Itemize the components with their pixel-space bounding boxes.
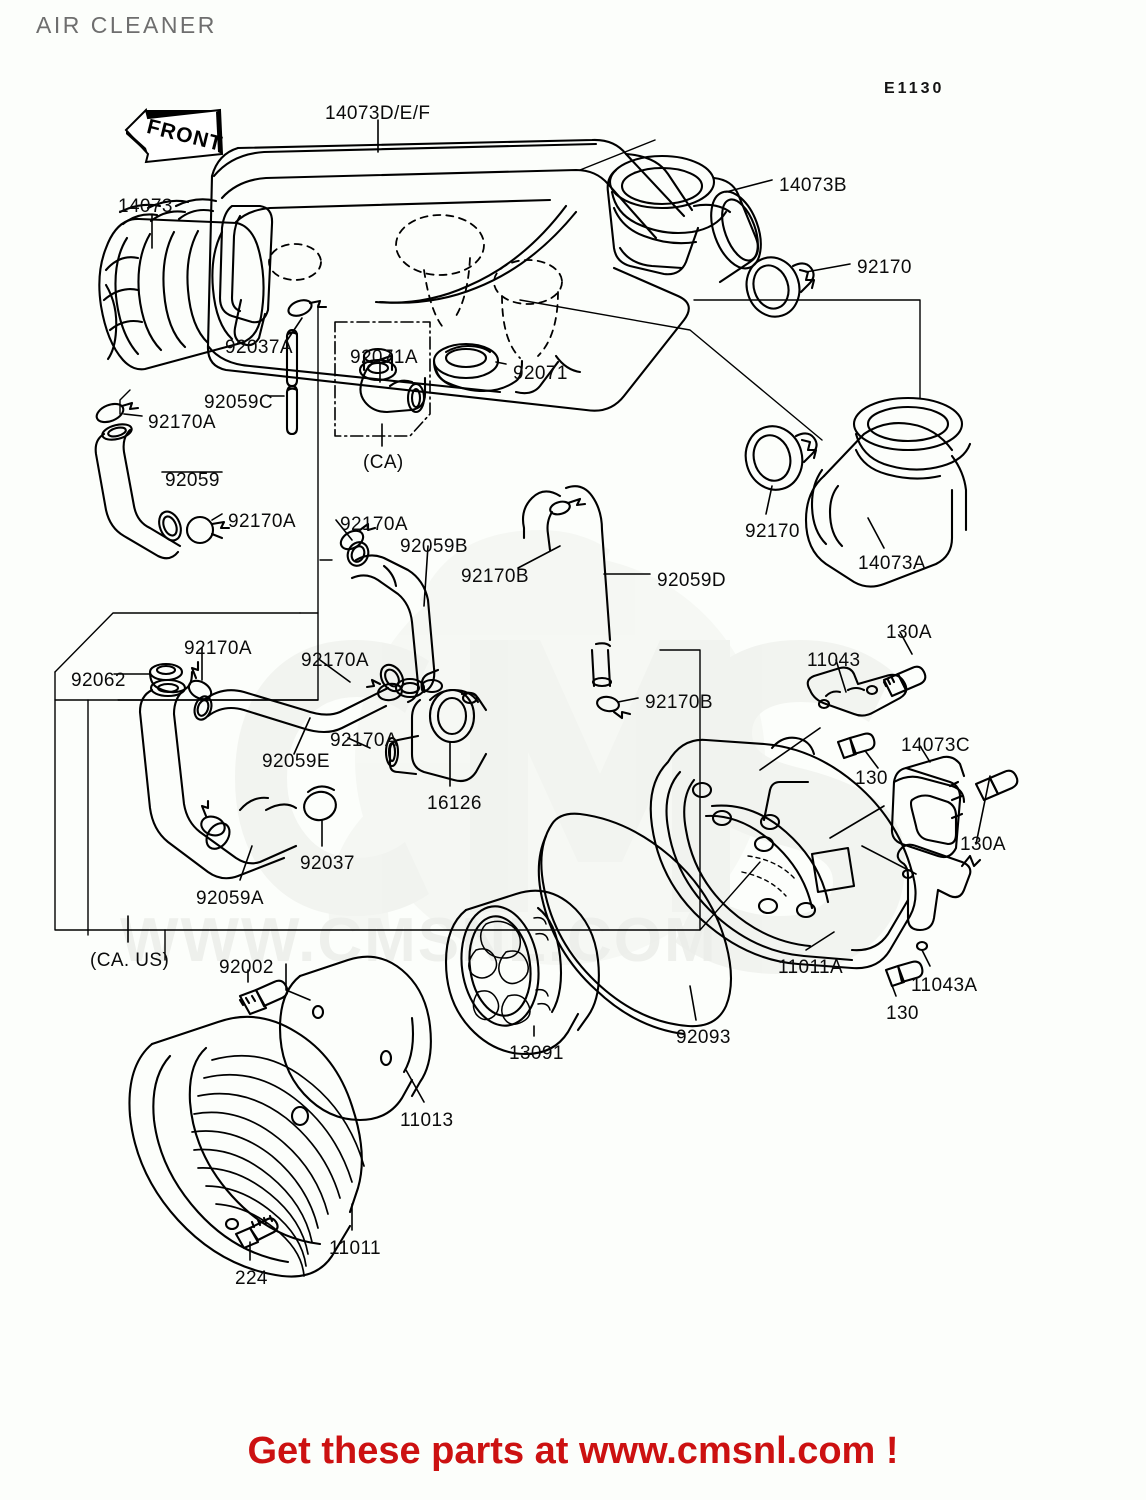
- part-callout-16126[interactable]: 16126: [427, 793, 482, 814]
- part-callout-92170[interactable]: 92170: [745, 521, 800, 542]
- part-callout-92062[interactable]: 92062: [71, 670, 126, 691]
- part-callout-92170a[interactable]: 92170A: [228, 511, 296, 532]
- part-callout-130[interactable]: 130: [886, 1003, 919, 1024]
- part-callout-92170b[interactable]: 92170B: [461, 566, 529, 587]
- part-callout-92093[interactable]: 92093: [676, 1027, 731, 1048]
- diagram-code: E1130: [884, 80, 945, 97]
- part-callout-11043a[interactable]: 11043A: [911, 975, 978, 996]
- part-callout-130a[interactable]: 130A: [886, 622, 932, 643]
- watermark-url: WWW.CMSNL.COM: [120, 906, 718, 975]
- part-callout-92170a[interactable]: 92170A: [184, 638, 252, 659]
- part-callout-130a[interactable]: 130A: [960, 834, 1006, 855]
- part-callout-92059[interactable]: 92059: [165, 470, 220, 491]
- part-callout-11011a[interactable]: 11011A: [778, 957, 844, 978]
- footer-cta[interactable]: Get these parts at www.cmsnl.com !: [247, 1430, 899, 1472]
- front-direction-arrow: [124, 108, 224, 164]
- part-callout-92037[interactable]: 92037: [300, 853, 355, 874]
- part-callout-11013[interactable]: 11013: [400, 1110, 454, 1131]
- part-callout-ca[interactable]: (CA): [363, 452, 404, 473]
- part-callout-92170b[interactable]: 92170B: [645, 692, 713, 713]
- part-callout-11011[interactable]: 11011: [329, 1238, 382, 1259]
- part-callout-92059b[interactable]: 92059B: [400, 536, 468, 557]
- part-callout-92170a[interactable]: 92170A: [330, 730, 398, 751]
- part-callout-92170a[interactable]: 92170A: [340, 514, 408, 535]
- part-callout-14073c[interactable]: 14073C: [901, 735, 970, 756]
- part-callout-92037a[interactable]: 92037A: [225, 337, 293, 358]
- part-callout-13091[interactable]: 13091: [509, 1043, 564, 1064]
- part-callout-224[interactable]: 224: [235, 1268, 268, 1289]
- part-callout-92170[interactable]: 92170: [857, 257, 912, 278]
- part-callout-14073[interactable]: 14073: [118, 196, 173, 217]
- part-callout-92059c[interactable]: 92059C: [204, 392, 273, 413]
- part-callout-14073a[interactable]: 14073A: [858, 553, 926, 574]
- part-callout-92170a[interactable]: 92170A: [148, 412, 216, 433]
- part-callout-92059d[interactable]: 92059D: [657, 570, 726, 591]
- page-title: AIR CLEANER: [36, 12, 217, 38]
- part-callout-11043[interactable]: 11043: [807, 650, 861, 671]
- part-callout-14073def[interactable]: 14073D/E/F: [325, 103, 431, 124]
- part-callout-14073b[interactable]: 14073B: [779, 175, 847, 196]
- part-callout-92002[interactable]: 92002: [219, 957, 274, 978]
- part-callout-92170a[interactable]: 92170A: [301, 650, 369, 671]
- part-callout-caus[interactable]: (CA. US): [90, 950, 170, 971]
- part-callout-130[interactable]: 130: [855, 768, 888, 789]
- part-callout-92059e[interactable]: 92059E: [262, 751, 330, 772]
- part-callout-92071[interactable]: 92071: [513, 363, 568, 384]
- part-callout-92059a[interactable]: 92059A: [196, 888, 264, 909]
- part-callout-92071a[interactable]: 92071A: [350, 347, 418, 368]
